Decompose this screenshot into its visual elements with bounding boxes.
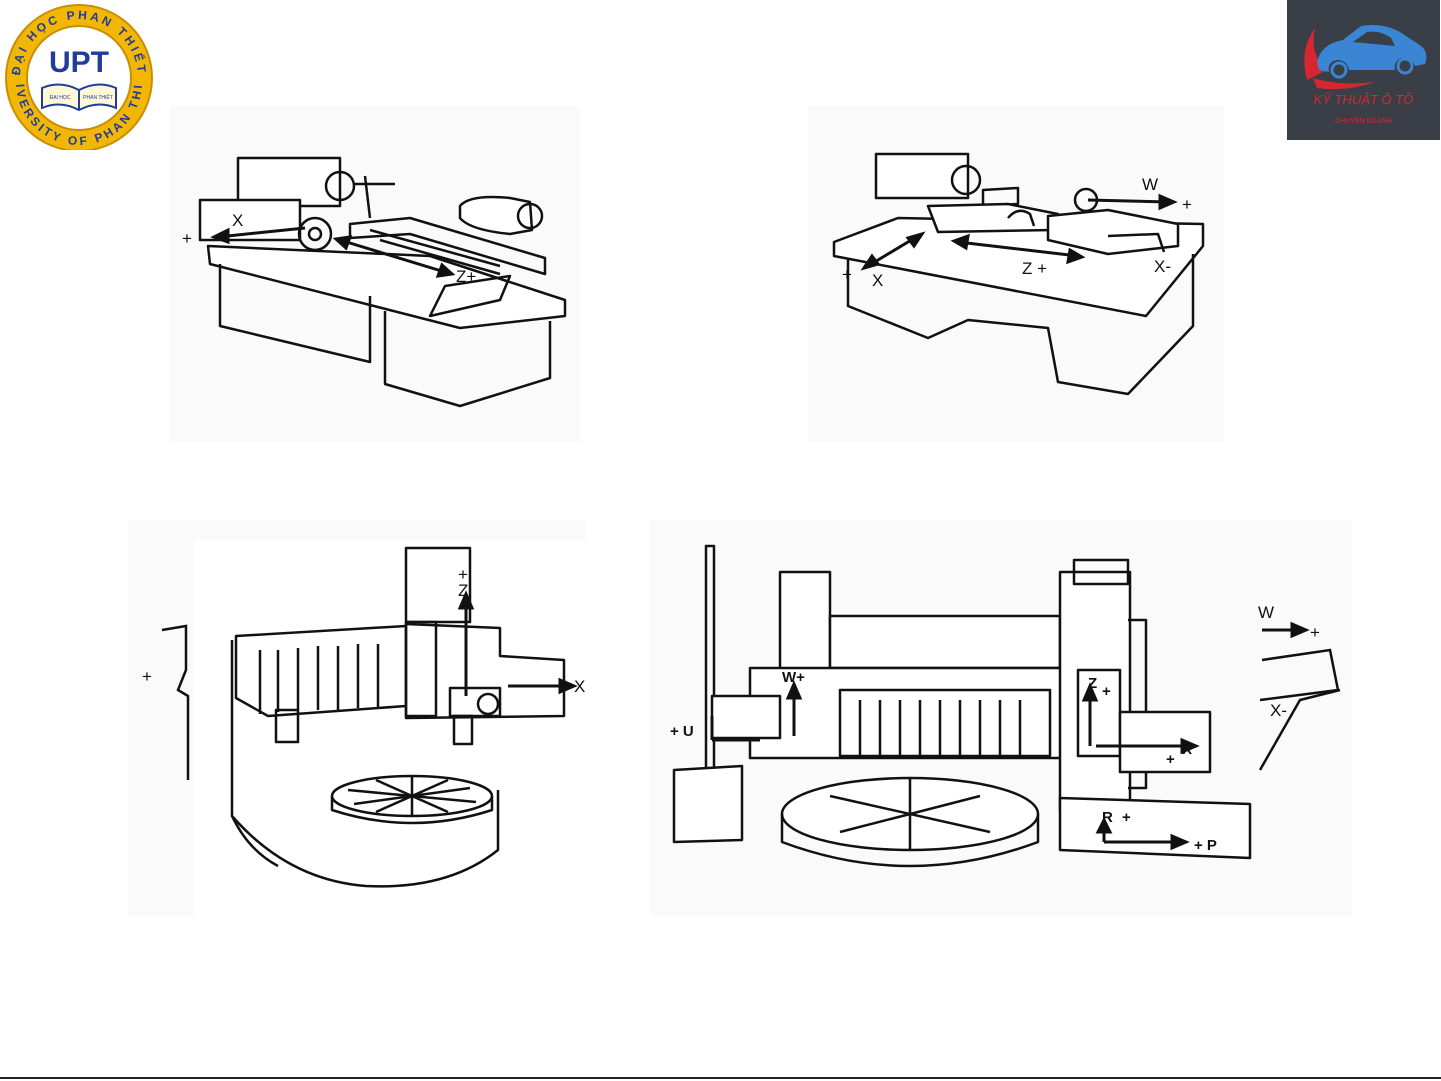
axis-x-plus-label: + bbox=[1166, 751, 1175, 768]
axis-left-plus-label: + bbox=[142, 667, 152, 686]
figure-vertical-lathe-single-column: + bbox=[128, 520, 586, 916]
axis-xminus-label: X- bbox=[1154, 257, 1171, 276]
axis-z-label: Z+ bbox=[456, 267, 476, 286]
axis-w-label: W+ bbox=[782, 669, 805, 686]
axis-plus-label: + bbox=[182, 229, 192, 248]
axis-r-label: R bbox=[1102, 809, 1113, 826]
auto-engineering-logo: KỸ THUẬT Ô TÔ CHUYÊN NGÀNH bbox=[1287, 0, 1440, 140]
axis-w-label: W bbox=[1142, 175, 1158, 194]
axis-r-plus-label: + bbox=[1122, 809, 1131, 826]
axis-x-label: X + bbox=[574, 677, 586, 696]
lathe-drawing: X + Z+ bbox=[170, 106, 580, 442]
lathe-drawing-2: W + X + Z + X- bbox=[808, 106, 1224, 442]
axis-z-label: Z + bbox=[1022, 259, 1047, 278]
university-logo: ĐẠI HỌC PHAN THIẾT UNIVERSITY OF PHAN TH… bbox=[2, 2, 156, 150]
axis-x-label: X bbox=[872, 271, 883, 290]
axis-x-label: X bbox=[232, 211, 243, 230]
figure-horizontal-lathe-2: W + X + Z + X- bbox=[808, 106, 1224, 442]
axis-xminus-label: X- bbox=[1270, 701, 1287, 720]
axis-x-label: X bbox=[1182, 741, 1192, 758]
vertical-lathe-drawing: + bbox=[128, 520, 586, 916]
logo-main-text: UPT bbox=[49, 46, 109, 79]
axis-p-label: + P bbox=[1194, 837, 1217, 854]
axis-w-right-plus-label: + bbox=[1310, 623, 1320, 642]
logo-book-left: ĐẠI HỌC bbox=[50, 95, 71, 101]
logo-title: KỸ THUẬT Ô TÔ bbox=[1287, 92, 1440, 107]
axis-z-label: Z bbox=[458, 581, 468, 600]
logo-book-right: PHAN THIẾT bbox=[83, 94, 113, 101]
axis-z-label: Z bbox=[1088, 675, 1097, 692]
figure-horizontal-lathe-1: X + Z+ bbox=[170, 106, 580, 442]
axis-w-plus-label: + bbox=[1182, 195, 1192, 214]
axis-u-label: + U bbox=[670, 723, 694, 740]
logo-subtitle: CHUYÊN NGÀNH bbox=[1287, 118, 1440, 125]
vertical-lathe-drawing-2: W+ + U Z + X + R + + P W + X- bbox=[650, 520, 1352, 916]
axis-z-plus-label: + bbox=[1102, 683, 1111, 700]
axis-x-plus-label: + bbox=[842, 265, 852, 284]
figure-vertical-lathe-double-column: W+ + U Z + X + R + + P W + X- bbox=[650, 520, 1352, 916]
bottom-rule bbox=[0, 1077, 1441, 1079]
axis-w-right-label: W bbox=[1258, 603, 1274, 622]
